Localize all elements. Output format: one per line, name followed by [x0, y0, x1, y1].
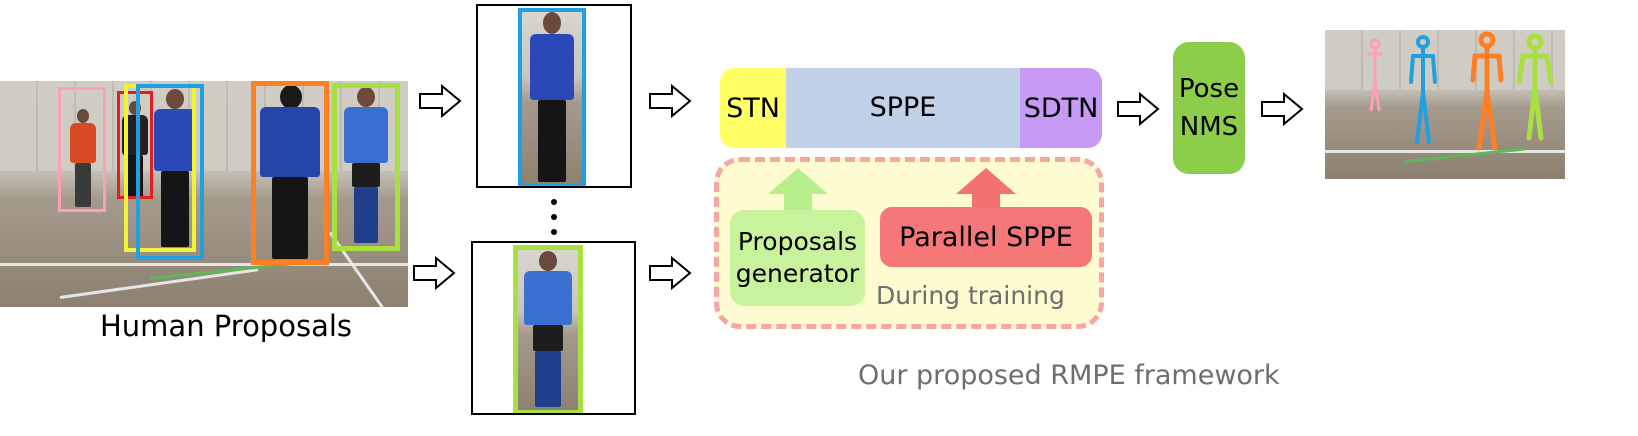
person-figure	[342, 87, 390, 247]
person-figure	[258, 85, 322, 261]
parallel-sppe-block: Parallel SPPE	[880, 207, 1092, 267]
cropped-proposal-blue	[476, 4, 632, 188]
framework-caption: Our proposed RMPE framework	[858, 360, 1280, 391]
right-arrow-icon	[1261, 92, 1304, 126]
stn-block: STN	[720, 68, 786, 148]
person-figure	[152, 89, 198, 249]
up-arrow-icon	[956, 168, 1016, 210]
human-proposals-caption: Human Proposals	[100, 309, 353, 343]
right-arrow-icon	[1117, 92, 1160, 126]
cropped-proposal-lime	[471, 241, 636, 415]
person-figure	[68, 109, 98, 209]
stn-sppe-sdtn-bar: STN SPPE SDTN	[720, 68, 1102, 148]
human-proposals-image	[0, 81, 408, 307]
right-arrow-icon	[649, 84, 692, 118]
bounding-box-red	[117, 91, 153, 199]
pose-estimation-result-image	[1325, 30, 1565, 179]
sdtn-block: SDTN	[1020, 68, 1102, 148]
right-arrow-icon	[413, 256, 456, 290]
right-arrow-icon	[649, 256, 692, 290]
during-training-label: During training	[876, 281, 1065, 310]
pose-nms-block: Pose NMS	[1173, 42, 1245, 174]
sppe-block: SPPE	[786, 68, 1020, 148]
bounding-box-pink	[58, 87, 106, 212]
proposals-generator-block: Proposals generator	[730, 210, 865, 306]
bounding-box-blue	[136, 84, 204, 260]
ellipsis-dots	[551, 199, 557, 244]
bounding-box-lime	[332, 83, 400, 251]
right-arrow-icon	[419, 84, 462, 118]
bounding-box-orange	[251, 81, 329, 265]
up-arrow-icon	[768, 168, 828, 212]
